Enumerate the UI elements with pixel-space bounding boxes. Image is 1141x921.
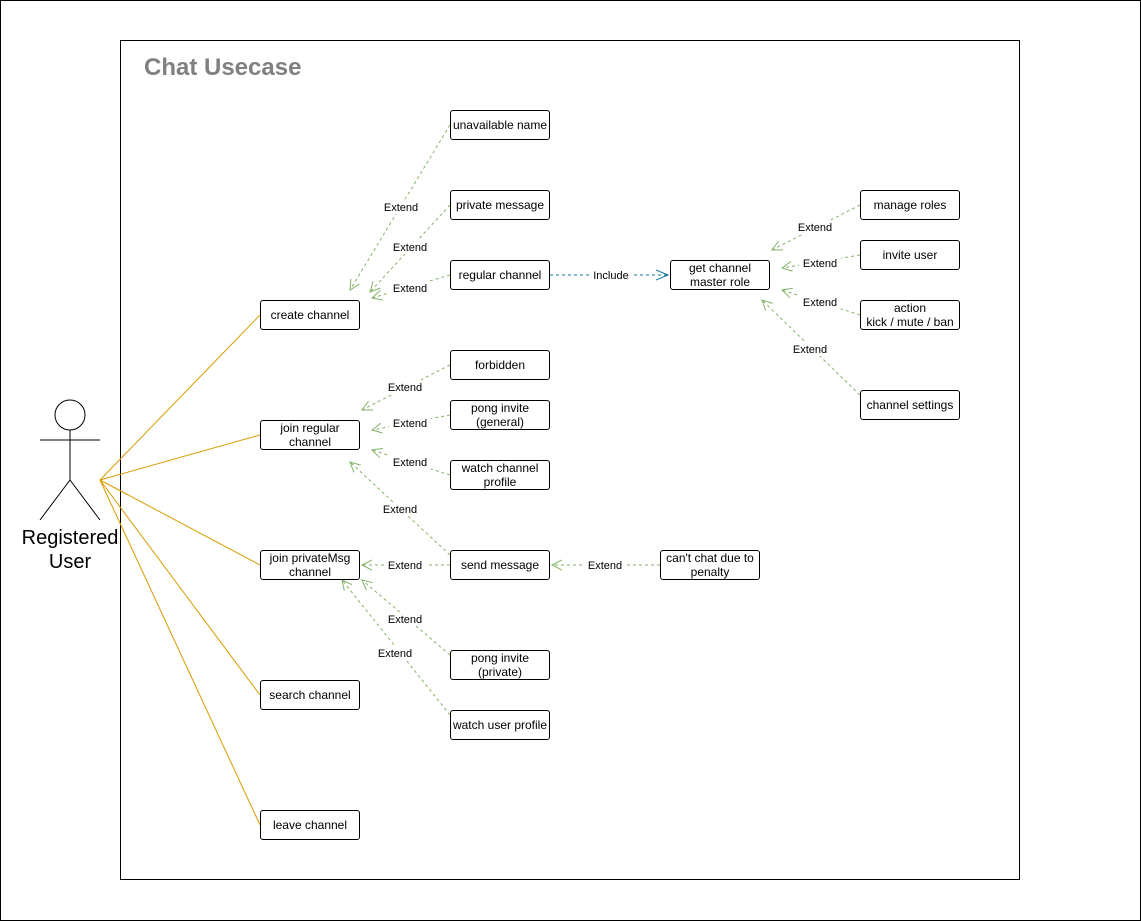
extend-pong-invite-general [372, 414, 451, 430]
usecase-join-privatemsg-channel[interactable]: join privateMsg channel [260, 550, 360, 580]
association-join-private [99, 479, 261, 566]
usecase-private-message[interactable]: private message [450, 190, 550, 220]
extend-label-manage-roles: Extend [798, 222, 832, 234]
usecase-create-channel[interactable]: create channel [260, 300, 360, 330]
usecase-leave-channel[interactable]: leave channel [260, 810, 360, 840]
extend-pong-invite-private [362, 580, 451, 656]
usecase-unavailable-name[interactable]: unavailable name [450, 110, 550, 140]
usecase-join-regular-channel[interactable]: join regular channel [260, 420, 360, 450]
usecase-get-channel-master-role[interactable]: get channel master role [670, 260, 770, 290]
include-label: Include [593, 270, 628, 282]
extend-label-send-message-regular: Extend [383, 504, 417, 516]
association-join-regular [99, 434, 261, 481]
extend-action [782, 290, 861, 316]
usecase-watch-user-profile[interactable]: watch user profile [450, 710, 550, 740]
extend-watch-channel-profile [372, 450, 451, 476]
usecase-search-channel[interactable]: search channel [260, 680, 360, 710]
extend-label-pong-invite-private: Extend [388, 614, 422, 626]
usecase-action-kick-mute-ban[interactable]: action kick / mute / ban [860, 300, 960, 330]
extend-label-channel-settings: Extend [793, 344, 827, 356]
extend-invite-user [782, 254, 861, 268]
actor-figure-icon [39, 399, 101, 521]
usecase-regular-channel[interactable]: regular channel [450, 260, 550, 290]
usecase-manage-roles[interactable]: manage roles [860, 190, 960, 220]
usecase-send-message[interactable]: send message [450, 550, 550, 580]
extend-private-message [370, 204, 451, 292]
extend-label-send-message-private: Extend [388, 560, 422, 572]
diagram-title: Chat Usecase [144, 54, 302, 81]
extend-label-invite-user: Extend [803, 258, 837, 270]
extend-label-regular-channel: Extend [393, 283, 427, 295]
extend-label-cant-chat: Extend [588, 560, 622, 572]
usecase-forbidden[interactable]: forbidden [450, 350, 550, 380]
usecase-pong-invite-general[interactable]: pong invite (general) [450, 400, 550, 430]
extend-label-watch-user-profile: Extend [378, 648, 412, 660]
usecase-cant-chat-penalty[interactable]: can't chat due to penalty [660, 550, 760, 580]
actor-label: Registered User [21, 527, 119, 573]
usecase-pong-invite-private[interactable]: pong invite (private) [450, 650, 550, 680]
association-search-channel [99, 479, 261, 696]
extend-label-pong-invite-general: Extend [393, 418, 427, 430]
extend-label-unavailable-name: Extend [384, 202, 418, 214]
usecase-watch-channel-profile[interactable]: watch channel profile [450, 460, 550, 490]
extend-label-watch-channel-profile: Extend [393, 457, 427, 469]
extend-regular-channel [372, 274, 451, 298]
association-create-channel [99, 314, 261, 481]
extend-label-forbidden: Extend [388, 382, 422, 394]
usecase-channel-settings[interactable]: channel settings [860, 390, 960, 420]
system-boundary [120, 40, 1020, 880]
extend-label-private-message: Extend [393, 242, 427, 254]
usecase-invite-user[interactable]: invite user [860, 240, 960, 270]
extend-label-action: Extend [803, 297, 837, 309]
association-leave-channel [99, 479, 261, 826]
